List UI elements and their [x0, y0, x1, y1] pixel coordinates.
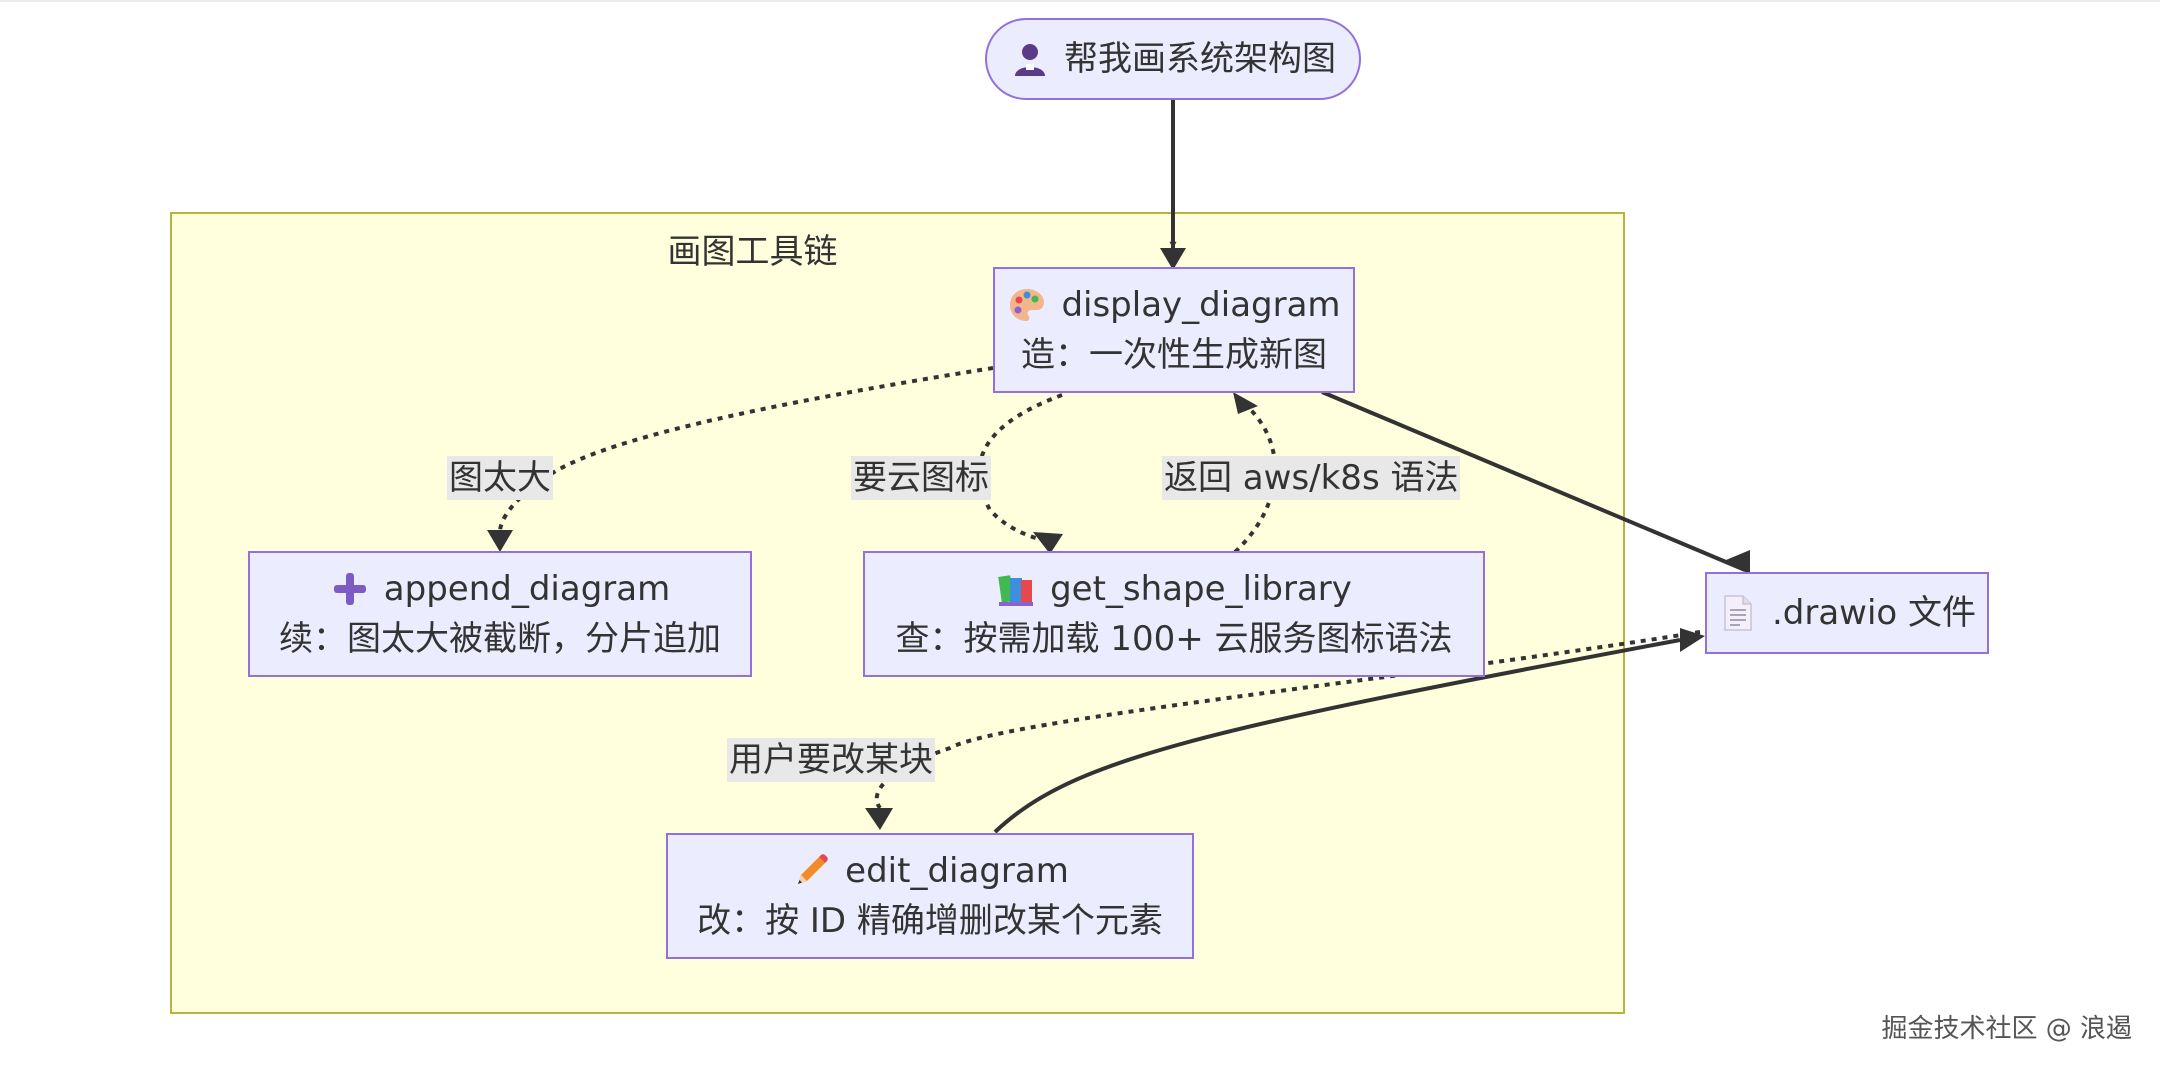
arrowhead-edit-to-file — [1680, 628, 1705, 652]
get-shape-library-title: get_shape_library — [1050, 569, 1352, 609]
edge-display-to-shape — [977, 393, 1063, 544]
edit-diagram-desc: 改：按 ID 精确增删改某个元素 — [697, 901, 1163, 941]
arrowhead-display-to-append — [487, 530, 513, 552]
palette-icon — [1007, 285, 1047, 325]
arrowhead-file-to-edit — [865, 808, 893, 830]
pencil-icon — [791, 851, 831, 891]
arrowhead-display-to-file — [1726, 550, 1750, 575]
append-diagram-desc: 续：图太大被截断，分片追加 — [279, 619, 721, 659]
books-icon — [996, 569, 1036, 609]
display-diagram-title: display_diagram — [1061, 285, 1341, 325]
user-icon — [1010, 39, 1050, 79]
edge-edit-to-file — [993, 638, 1681, 834]
edge-display-to-file — [1321, 390, 1746, 572]
document-icon — [1718, 593, 1758, 633]
watermark: 掘金技术社区 @ 浪遏 — [1881, 1014, 2132, 1044]
start-node-label: 帮我画系统架构图 — [1064, 39, 1336, 79]
edit-diagram-node: edit_diagram 改：按 ID 精确增删改某个元素 — [666, 833, 1194, 959]
append-diagram-title: append_diagram — [383, 569, 671, 609]
get-shape-library-node: get_shape_library 查：按需加载 100+ 云服务图标语法 — [863, 551, 1485, 677]
arrowhead-start-to-display — [1160, 248, 1186, 270]
append-diagram-node: append_diagram 续：图太大被截断，分片追加 — [248, 551, 752, 677]
display-diagram-node: display_diagram 造：一次性生成新图 — [993, 267, 1355, 393]
top-border — [0, 0, 2160, 2]
drawio-file-node: .drawio 文件 — [1705, 572, 1989, 654]
edge-label-too-big: 图太大 — [447, 456, 553, 500]
edge-label-return-syntax: 返回 aws/k8s 语法 — [1162, 456, 1461, 500]
drawio-file-label: .drawio 文件 — [1771, 593, 1977, 633]
edge-display-to-append — [498, 366, 994, 533]
get-shape-library-desc: 查：按需加载 100+ 云服务图标语法 — [895, 619, 1453, 659]
arrowhead-shape-to-display — [1233, 392, 1258, 414]
edge-label-need-cloud: 要云图标 — [851, 456, 991, 500]
cluster-title: 画图工具链 — [667, 232, 838, 272]
edit-diagram-title: edit_diagram — [845, 851, 1069, 891]
edge-label-user-edit: 用户要改某块 — [727, 738, 935, 782]
display-diagram-desc: 造：一次性生成新图 — [1021, 335, 1327, 375]
arrowhead-display-to-shape — [1033, 532, 1063, 554]
plus-icon — [330, 569, 370, 609]
start-node: 帮我画系统架构图 — [985, 18, 1361, 100]
